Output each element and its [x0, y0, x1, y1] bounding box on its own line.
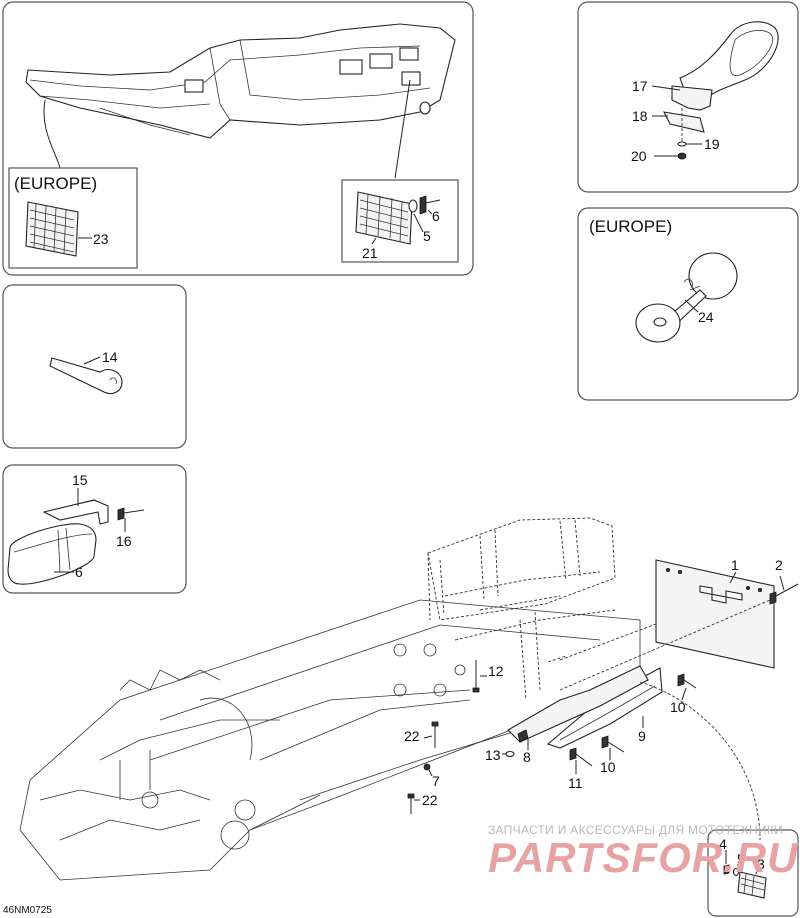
reflector-21-drawing: [355, 191, 413, 245]
callout-14: 14: [102, 349, 118, 365]
callout-10-lower: 10: [600, 759, 616, 775]
panel-rear-bumper: (EUROPE) 23 6 5 21: [2, 1, 474, 276]
washer-19-drawing: [677, 141, 687, 147]
wrench-14-drawing: [49, 357, 123, 395]
callout-23: 23: [93, 231, 109, 247]
callout-15: 15: [72, 472, 88, 488]
reflector-3-drawing: [737, 871, 767, 899]
callout-7: 7: [432, 773, 440, 789]
callout-24: 24: [698, 309, 714, 325]
washer-13-drawing: [505, 750, 515, 758]
watermark-logo: PARTSFOR.RU: [488, 834, 799, 881]
callout-17: 17: [632, 78, 648, 94]
screw-6-drawing: [419, 195, 441, 215]
callout-16: 16: [116, 533, 132, 549]
callout-6-lower: 6: [75, 564, 83, 580]
callout-5-upper: 5: [423, 228, 431, 244]
screw-22-lower-drawing: [407, 793, 415, 814]
panel-tether-handle: 17 18 19 20: [577, 1, 799, 193]
region-label-europe-right: (EUROPE): [589, 217, 672, 236]
rivet-11-drawing: [569, 747, 593, 767]
callout-12: 12: [488, 663, 504, 679]
region-label-europe-left: (EUROPE): [14, 174, 97, 193]
main-chassis-assembly: 1 2 10 9 10 11 8 13 12 22 7 22: [19, 517, 799, 881]
subpanel-europe-left: [8, 167, 138, 269]
callout-1: 1: [731, 557, 739, 573]
callout-13: 13: [485, 747, 501, 763]
panel-horn-europe: (EUROPE) 24: [577, 207, 799, 401]
callout-5-lower: 5: [737, 851, 745, 867]
snowflap-1-drawing: [655, 559, 775, 669]
washer-5-lower-drawing: [732, 867, 740, 877]
reflector-23-drawing: [25, 201, 79, 257]
bracket-15-drawing: [42, 499, 109, 525]
nut-7-drawing: [423, 763, 431, 771]
callout-2: 2: [775, 557, 783, 573]
callout-18: 18: [632, 108, 648, 124]
plate-18-drawing: [663, 111, 705, 133]
panel-wrench: 14: [2, 284, 187, 449]
watermark: ЗАПЧАСТИ И АКСЕССУАРЫ ДЛЯ МОТОТЕХНИКИ PA…: [488, 823, 799, 881]
screw-4-drawing: [723, 864, 730, 875]
screw-2-drawing: [769, 583, 799, 605]
rivet-10-upper-drawing: [677, 673, 697, 689]
panel-bag: 15 16 6: [2, 464, 187, 594]
rear-rack-drawing: [427, 517, 616, 701]
callout-22-upper: 22: [404, 728, 420, 744]
screw-12-drawing: [472, 660, 480, 693]
callout-9: 9: [638, 728, 646, 744]
watermark-tagline: ЗАПЧАСТИ И АКСЕССУАРЫ ДЛЯ МОТОТЕХНИКИ: [488, 823, 783, 837]
callout-20: 20: [631, 148, 647, 164]
callout-11: 11: [568, 775, 583, 791]
callout-10-upper: 10: [670, 699, 686, 715]
bag-6-drawing: [7, 523, 97, 585]
callout-8: 8: [523, 749, 531, 765]
washer-5-drawing: [408, 199, 418, 213]
horn-24-drawing: [635, 252, 738, 343]
diagram-code: 46NM0725: [3, 905, 52, 916]
callout-3: 3: [757, 856, 765, 872]
bracket-8-drawing: [507, 665, 649, 743]
nut-20-drawing: [677, 152, 687, 160]
rear-bumper-drawing: [25, 23, 456, 139]
callout-21: 21: [362, 245, 378, 261]
callout-4: 4: [719, 836, 727, 852]
callout-22-lower: 22: [422, 792, 438, 808]
panel-rear-reflector: 4 5 3: [707, 829, 799, 917]
callout-19: 19: [704, 136, 720, 152]
rivet-10-lower-drawing: [601, 735, 625, 753]
chassis-frame-drawing: [19, 599, 641, 881]
subpanel-reflector-21: [341, 179, 459, 263]
screw-22-upper-drawing: [431, 721, 439, 748]
screw-16-drawing: [117, 507, 145, 521]
handle-17-drawing: [671, 21, 779, 111]
callout-6-upper: 6: [432, 208, 440, 224]
